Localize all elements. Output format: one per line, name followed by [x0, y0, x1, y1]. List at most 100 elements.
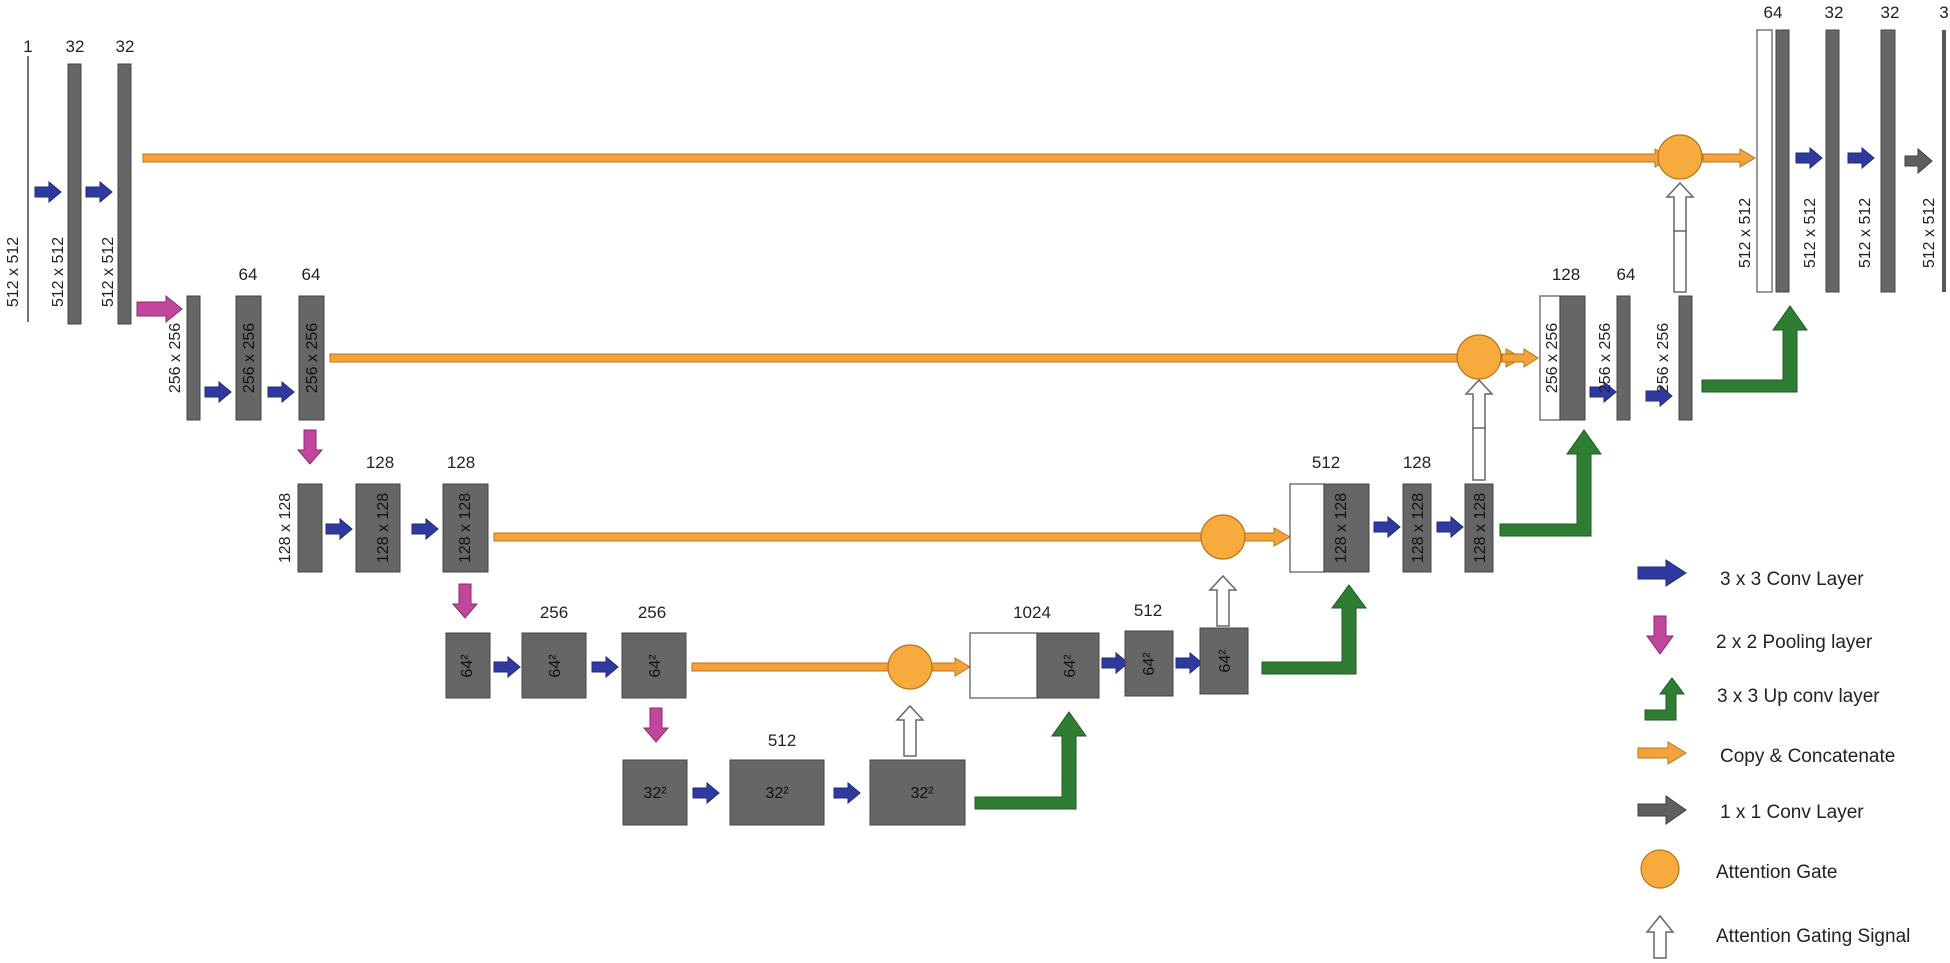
feature-map-e1b	[117, 63, 132, 325]
legend-conv1-arrow	[1637, 795, 1687, 825]
copy-concatenate-arrow-level2	[329, 348, 1524, 368]
attention-gate-level4	[887, 644, 933, 690]
feature-map-e1a	[67, 63, 82, 325]
feature-map-e4b	[621, 632, 687, 699]
feature-map-e2a	[235, 295, 262, 421]
legend-gate-label: Attention Gate	[1716, 862, 1837, 883]
feature-map-e2b	[298, 295, 325, 421]
gating-signal-arrow-level2	[1465, 379, 1493, 431]
conv-arrow	[34, 181, 62, 203]
pool-arrow-level1	[136, 294, 183, 324]
size-label-d1cat: 512 x 512	[1737, 198, 1754, 268]
conv-arrow	[1175, 652, 1203, 674]
gating-signal-stem-level1	[1673, 230, 1687, 293]
conv-arrow	[411, 518, 439, 540]
conv-arrow	[1847, 147, 1875, 169]
gating-signal-arrow-level3	[1209, 575, 1237, 627]
size-label-d4cat: 64²	[1062, 654, 1079, 678]
attention-gate-level1	[1657, 134, 1703, 180]
upconv-arrow-level4	[1261, 584, 1367, 675]
size-label-e3-pool: 128 x 128	[277, 493, 294, 563]
size-label-d4b: 64²	[1217, 649, 1234, 673]
attention-gate-level2	[1456, 334, 1502, 380]
feature-map-e4a	[521, 632, 587, 699]
concat-map-d4-copy	[969, 632, 1038, 699]
conv-arrow	[204, 381, 232, 403]
channel-label-d1cat: 64	[1764, 3, 1783, 22]
conv-arrow	[591, 656, 619, 678]
legend-conv3-label: 3 x 3 Conv Layer	[1720, 569, 1864, 590]
pool-arrow-level3	[452, 583, 478, 619]
channel-label-e1a: 32	[66, 37, 85, 56]
feature-map-d3a	[1402, 483, 1432, 573]
size-label-d3a: 128 x 128	[1410, 493, 1427, 563]
channel-label-e2a: 64	[239, 265, 258, 284]
legend-upconv-arrow	[1644, 677, 1685, 721]
feature-map-d1b	[1880, 29, 1896, 293]
legend: 3 x 3 Conv Layer 2 x 2 Pooling layer 3 x…	[1637, 559, 1910, 959]
size-label-e4b: 64²	[647, 654, 664, 678]
concat-map-d4-up	[1036, 632, 1100, 699]
attention-gate-level3	[1200, 514, 1246, 560]
size-label-d1b: 512 x 512	[1857, 198, 1874, 268]
channel-label-e1b: 32	[116, 37, 135, 56]
legend-pool-label: 2 x 2 Pooling layer	[1716, 632, 1873, 653]
conv-arrow	[1101, 652, 1129, 674]
legend-conv1-label: 1 x 1 Conv Layer	[1720, 802, 1864, 823]
channel-label-d4conv: 512	[1134, 601, 1162, 620]
copy-concatenate-arrow-level1	[142, 148, 1671, 168]
channel-label-bott: 512	[768, 731, 796, 750]
concat-map-d1-up	[1775, 29, 1790, 293]
conv-arrow	[493, 656, 521, 678]
size-label-e4a: 64²	[547, 654, 564, 678]
feature-map-d2a	[1616, 295, 1631, 421]
legend-conv3-arrow	[1637, 559, 1687, 587]
legend-pool-arrow	[1646, 615, 1674, 655]
conv-arrow	[325, 518, 353, 540]
upconv-arrow-bott	[974, 711, 1087, 810]
size-label-e1b: 512 x 512	[100, 237, 117, 307]
concat-map-d3-copy	[1289, 483, 1325, 573]
conv-arrow	[1373, 516, 1401, 538]
channel-label-d1a: 32	[1825, 3, 1844, 22]
gating-signal-arrow-level4	[896, 705, 924, 757]
feature-map-e3a	[355, 483, 401, 573]
conv-arrow	[1436, 516, 1464, 538]
size-label-e4-pool: 64²	[459, 654, 476, 678]
channel-label-e4a: 256	[540, 603, 568, 622]
channel-label-d2cat: 128	[1552, 265, 1580, 284]
input-channel-label: 1	[23, 37, 32, 56]
concat-arrow-gate2-out	[1501, 348, 1539, 368]
pool-arrow-level2	[297, 429, 323, 465]
size-label-d2b: 256 x 256	[1655, 323, 1672, 393]
conv-arrow	[1795, 147, 1823, 169]
channel-label-d3cat: 512	[1312, 453, 1340, 472]
size-label-bott-b: 32²	[910, 785, 934, 802]
feature-map-e3-pool	[297, 483, 323, 573]
size-label-d3cat: 128 x 128	[1333, 493, 1350, 563]
size-label-d3b: 128 x 128	[1472, 493, 1489, 563]
size-label-e3b: 128 x 128	[457, 493, 474, 563]
size-label-e2-pool: 256 x 256	[167, 323, 184, 393]
feature-map-bott-b	[869, 759, 966, 826]
feature-map-d4a	[1124, 630, 1174, 697]
concat-map-d2-up	[1559, 295, 1586, 421]
feature-map-d1a	[1825, 29, 1840, 293]
channel-label-e2b: 64	[302, 265, 321, 284]
channel-label-d3conv: 128	[1403, 453, 1431, 472]
concat-map-d1-copy	[1756, 29, 1773, 293]
legend-concat-arrow	[1637, 741, 1687, 765]
feature-map-d2b	[1678, 295, 1693, 421]
size-label-e2a: 256 x 256	[241, 323, 258, 393]
gating-signal-stem-level2	[1472, 427, 1486, 481]
concat-map-d3-up	[1323, 483, 1370, 573]
feature-map-d3b	[1464, 483, 1494, 573]
copy-concatenate-arrow-level3	[493, 527, 1292, 547]
upconv-arrow-level2	[1701, 305, 1808, 393]
conv-arrow	[85, 181, 113, 203]
legend-upconv-label: 3 x 3 Up conv layer	[1717, 686, 1880, 707]
size-label-e2b: 256 x 256	[304, 323, 321, 393]
conv-arrow	[833, 782, 861, 804]
gating-signal-arrow-level1	[1666, 182, 1694, 234]
